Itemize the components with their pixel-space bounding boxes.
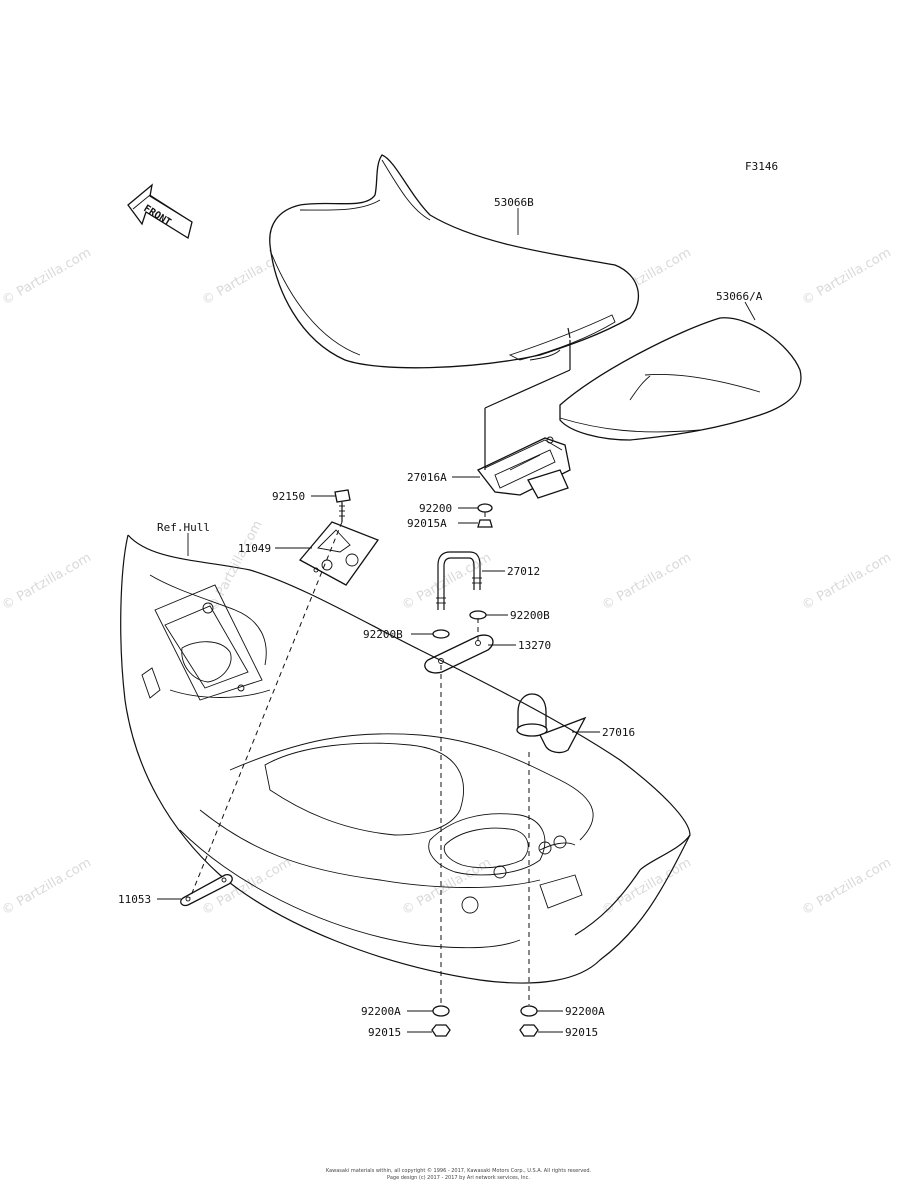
latch <box>516 693 587 754</box>
watermark: © Partzilla.com <box>800 550 894 613</box>
watermark: © Partzilla.com <box>0 855 94 918</box>
seat-hinge <box>476 436 571 499</box>
hull <box>120 534 691 984</box>
label-nut-right: 92015 <box>565 1026 598 1039</box>
label-washer-b-right: 92200B <box>510 609 550 622</box>
washer-hinge <box>477 503 493 513</box>
washer-b-right <box>469 610 487 620</box>
label-latch: 27016 <box>602 726 635 739</box>
watermark: © Partzilla.com <box>0 245 94 308</box>
part-labels: 53066B 53066/A 27016A 92200 92015A 92150… <box>118 196 763 1039</box>
bracket <box>298 521 380 586</box>
nut-hinge <box>477 519 493 528</box>
washer-a-right <box>520 1005 538 1017</box>
label-seat-front: 53066B <box>494 196 534 209</box>
watermark: © Partzilla.com <box>0 550 94 613</box>
label-seat-rear: 53066/A <box>716 290 763 303</box>
watermark: © Partzilla.com <box>600 550 694 613</box>
plate <box>424 634 494 674</box>
label-hinge: 27016A <box>407 471 447 484</box>
u-bolt <box>436 551 482 610</box>
label-bracket: 11049 <box>238 542 271 555</box>
label-strap: 11053 <box>118 893 151 906</box>
nut-left <box>431 1024 451 1037</box>
watermark: © Partzilla.com <box>800 245 894 308</box>
nut-right <box>519 1024 539 1037</box>
label-washer-a-right: 92200A <box>565 1005 605 1018</box>
front-seat <box>269 154 639 369</box>
label-washer-b-left: 92200B <box>363 628 403 641</box>
label-plate: 13270 <box>518 639 551 652</box>
front-arrow-icon: FRONT <box>127 183 193 240</box>
bolt <box>334 489 351 522</box>
footer-design: Page design (c) 2017 - 2017 by Ari netwo… <box>387 1175 530 1181</box>
label-nut-left: 92015 <box>368 1026 401 1039</box>
watermark: © Partzilla.com <box>800 855 894 918</box>
footer-copyright: Kawasaki materials within, all copyright… <box>325 1168 592 1174</box>
washer-a-left <box>432 1005 450 1017</box>
label-nut-hinge: 92015A <box>407 517 447 530</box>
figure-code: F3146 <box>745 160 778 173</box>
strap <box>180 874 233 907</box>
assembly-lines <box>189 340 571 1005</box>
label-washer-a-left: 92200A <box>361 1005 401 1018</box>
label-ref-hull: Ref.Hull <box>157 521 210 534</box>
label-washer-hinge: 92200 <box>419 502 452 515</box>
label-bolt: 92150 <box>272 490 305 503</box>
rear-seat <box>559 317 802 441</box>
leader-lines <box>157 208 756 1033</box>
washer-b-left <box>432 629 450 639</box>
label-u-bolt: 27012 <box>507 565 540 578</box>
watermark: © Partzilla.com <box>205 518 265 614</box>
